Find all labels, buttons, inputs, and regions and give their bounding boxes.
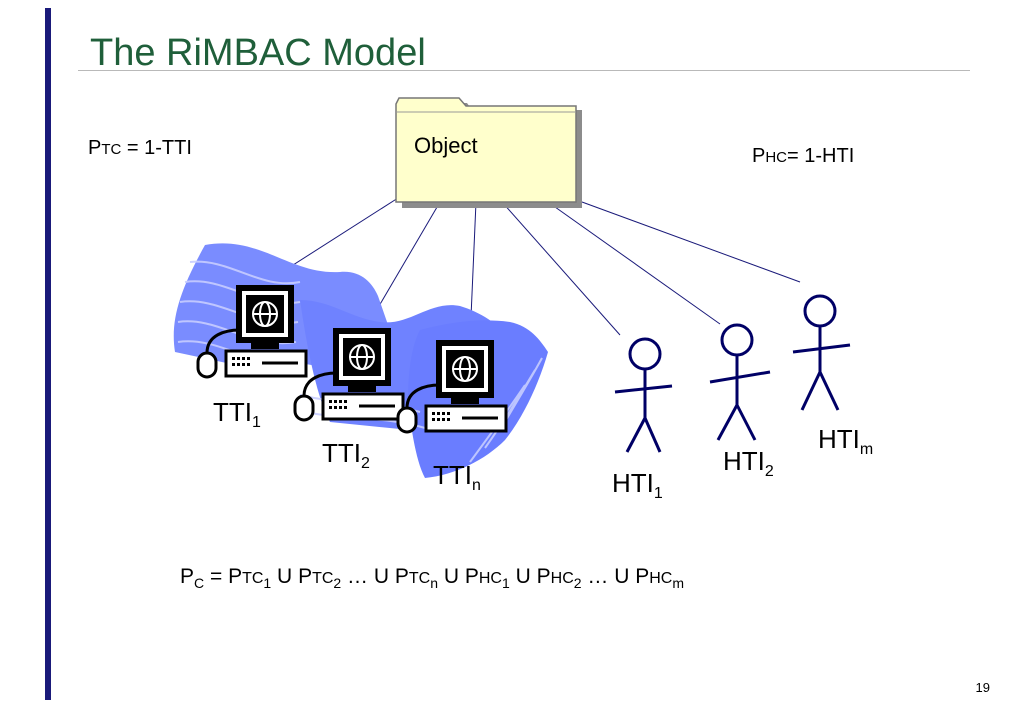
computer-ttin-icon [396,340,508,434]
object-folder-icon [395,97,582,208]
label-hti2: HTI2 [723,446,774,481]
stick-figure-hti1-icon [614,337,673,453]
formula-ptc: PTC = 1-TTI [88,137,192,159]
title-divider [78,70,970,71]
object-label: Object [414,133,478,158]
stick-figure-hti2-icon [709,323,771,441]
left-accent-bar [45,8,51,700]
label-tti2: TTI2 [322,438,370,473]
link-tti2 [371,201,441,319]
page-number: 19 [975,680,990,695]
label-ttin: TTIn [433,460,481,495]
link-htim [581,201,801,283]
link-hti1 [501,201,621,336]
formula-phc: PHC= 1-HTI [752,145,855,167]
union-formula: PC = PTC1 U PTC2 … U PTCn U PHC1 U PHC2 … [180,565,685,592]
computer-tti1-icon [196,285,308,379]
label-hti1: HTI1 [612,468,663,503]
link-hti2 [547,201,721,325]
computer-tti2-icon [293,328,405,422]
stick-figure-htim-icon [792,294,851,411]
label-htim: HTIm [818,424,874,459]
label-tti1: TTI1 [213,397,261,432]
slide-title: The RiMBAC Model [90,32,426,74]
